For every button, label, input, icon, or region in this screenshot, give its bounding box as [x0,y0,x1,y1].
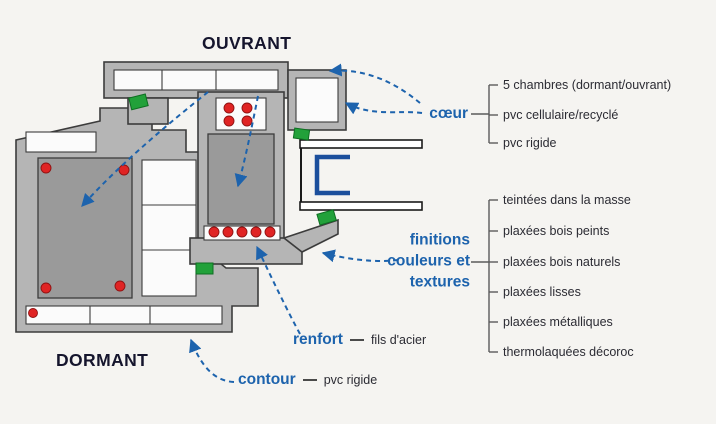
finitions-item-bois-peints: plaxées bois peints [503,224,610,238]
gasket [195,262,214,275]
finitions-line-2: couleurs et [387,252,470,270]
finitions-item-metal: plaxées métalliques [503,315,613,329]
coeur-label: cœur [429,105,468,122]
dormant-main-chamber [37,157,133,299]
renfort-desc: fils d'acier [370,333,427,347]
renfort-label: renfort [293,331,343,348]
finitions-item-lisses: plaxées lisses [503,285,581,299]
finitions-item-bois-nat: plaxées bois naturels [503,255,621,269]
arrow-finitions [321,249,399,263]
contour-label: contour [238,371,296,388]
gasket [128,93,149,111]
gasket [316,209,337,226]
dash-line [349,339,364,341]
finitions-line-1: finitions [409,231,470,249]
contour-callout: contour pvc rigide [238,371,377,389]
dash-line [302,379,317,381]
glass-pane-top [299,139,423,149]
arrow-coeur-bead [344,102,423,115]
reinforcement-dots [28,102,276,318]
coeur-item-cellulaire: pvc cellulaire/recyclé [503,108,619,122]
bracket-lines [471,84,498,353]
gaskets [128,93,337,275]
glazing-unit [299,139,423,211]
arrow-dormant-chamber [81,91,209,207]
callout-arrows [81,63,423,383]
gasket [292,127,311,141]
arrow-contour [189,338,235,383]
renfort-callout: renfort fils d'acier [293,331,426,349]
finitions-item-teintees: teintées dans la masse [503,193,631,207]
dormant-label: DORMANT [56,350,149,370]
ouvrant-label: OUVRANT [202,33,292,53]
finitions-item-thermo: thermolaquées décoroc [503,345,634,359]
coeur-item-chambres: 5 chambres (dormant/ouvrant) [503,78,672,92]
glazing-spacer [314,154,350,196]
arrow-coeur-top [328,63,421,104]
coeur-item-rigide: pvc rigide [503,136,557,150]
ouvrant-main-chamber [207,133,275,225]
arrow-ouvrant-chamber [234,95,259,188]
glass-pane-bottom [299,201,423,211]
contour-desc: pvc rigide [323,373,378,387]
finitions-line-3: textures [409,273,470,291]
finitions-label: finitions couleurs et textures [346,230,470,293]
